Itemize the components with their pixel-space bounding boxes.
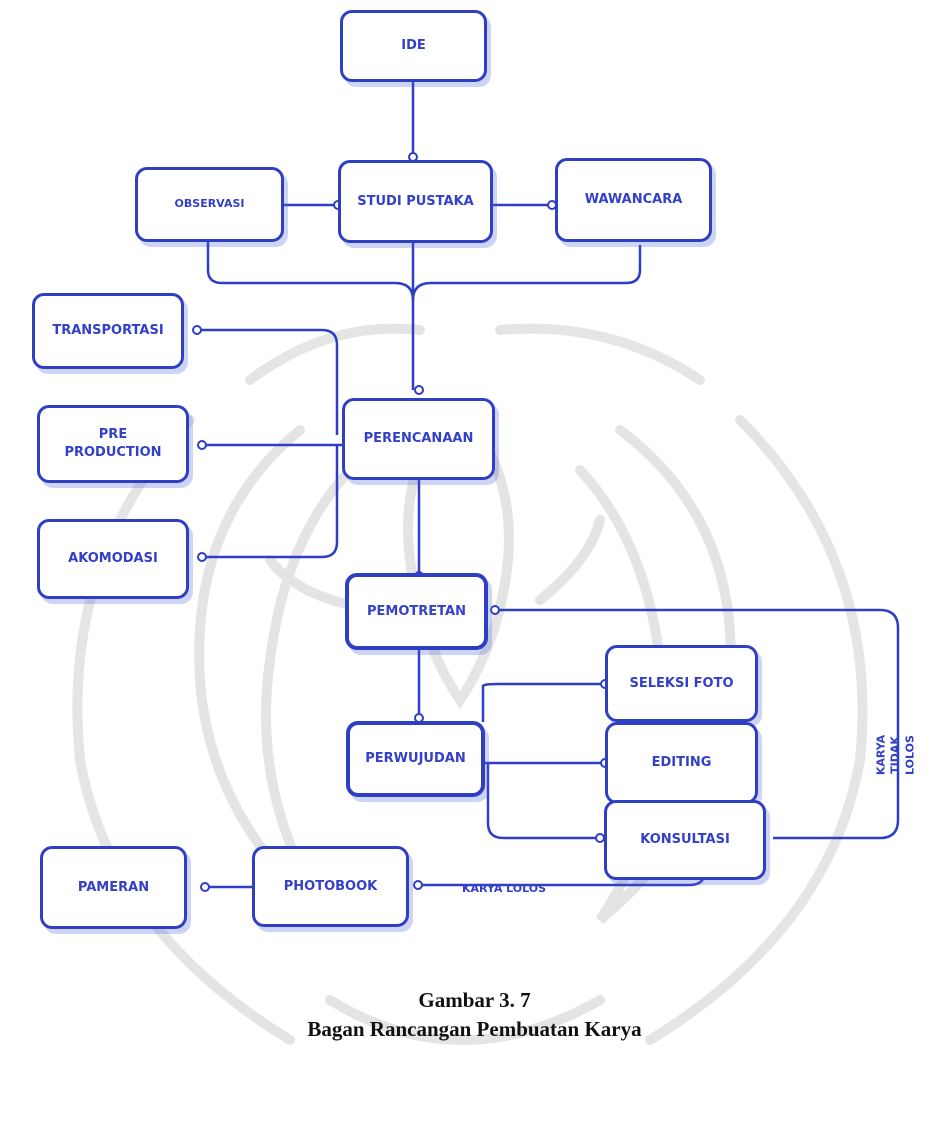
edge-seleksi [481, 682, 605, 722]
node-ide: IDE [340, 10, 487, 82]
label-karya-lolos: KARYA LOLOS [462, 882, 547, 895]
node-akomodasi: AKOMODASI [37, 519, 189, 599]
label-karya-tidak-lolos: KARYA TIDAK LOLOS [874, 734, 917, 776]
figure-title: Bagan Rancangan Pembuatan Karya [307, 1017, 642, 1041]
edge-observasi-merge [206, 240, 415, 301]
node-wawancara: WAWANCARA [555, 158, 712, 242]
node-perencanaan: PERENCANAAN [342, 398, 495, 480]
node-transportasi: TRANSPORTASI [32, 293, 184, 369]
node-pameran: PAMERAN [40, 846, 187, 929]
node-studi-pustaka: STUDI PUSTAKA [338, 160, 493, 243]
edge-wawancara-merge [411, 245, 642, 301]
node-photobook: PHOTOBOOK [252, 846, 409, 927]
edge-tidak-lolos [495, 608, 900, 840]
node-editing: EDITING [605, 722, 758, 804]
edge-transportasi [197, 328, 339, 435]
edge-akomodasi [202, 445, 339, 559]
node-seleksi-foto: SELEKSI FOTO [605, 645, 758, 722]
node-perwujudan: PERWUJUDAN [346, 721, 485, 797]
figure-number: Gambar 3. 7 [418, 988, 531, 1012]
node-konsultasi: KONSULTASI [604, 800, 766, 880]
node-pemotretan: PEMOTRETAN [345, 573, 488, 650]
node-observasi: OBSERVASI [135, 167, 284, 242]
node-pre-production: PRE PRODUCTION [37, 405, 189, 483]
edge-konsultasi [486, 763, 600, 840]
